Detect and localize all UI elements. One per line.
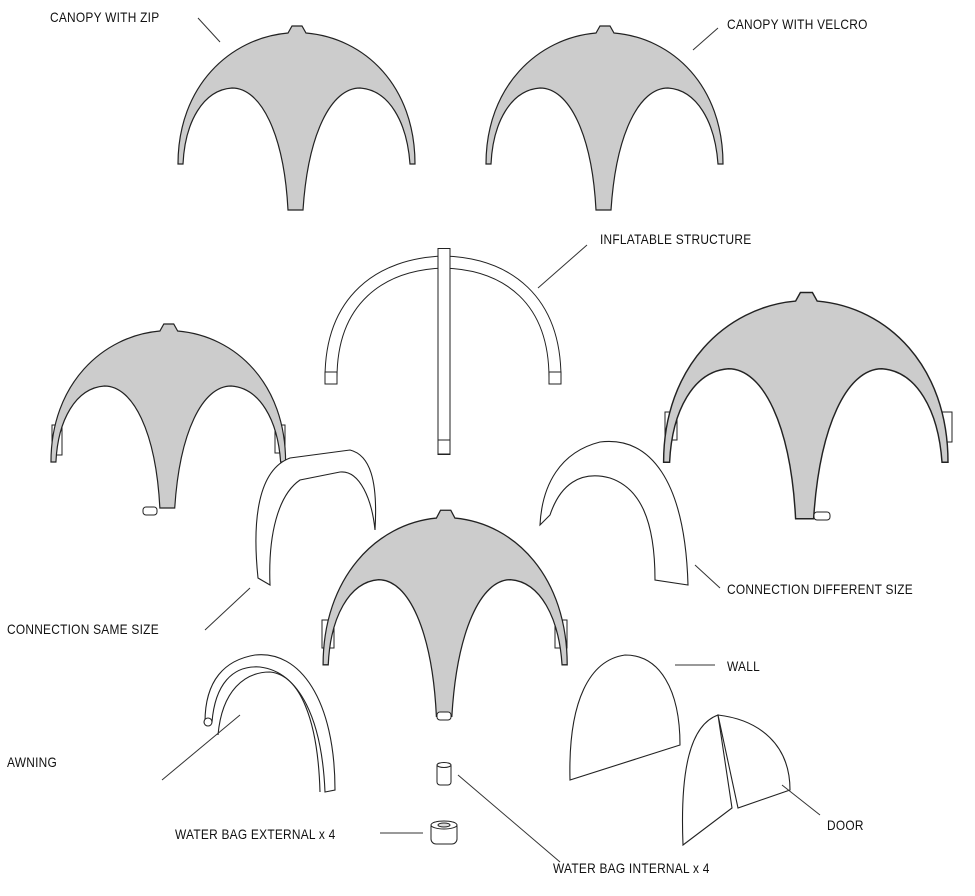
water-bag-external (430, 820, 458, 845)
label-connection-same-size: CONNECTION SAME SIZE (7, 621, 159, 637)
inflatable-structure (324, 248, 562, 455)
label-water-bag-internal: WATER BAG INTERNAL x 4 (553, 860, 710, 876)
canopy-with-velcro (485, 25, 724, 211)
label-inflatable-structure: INFLATABLE STRUCTURE (600, 231, 752, 247)
awning (203, 654, 336, 793)
assembled-tent-center (321, 509, 568, 721)
label-connection-different-size: CONNECTION DIFFERENT SIZE (727, 581, 913, 597)
label-wall: WALL (727, 658, 760, 674)
connection-different-size (539, 440, 689, 586)
door (681, 714, 791, 847)
assembled-tent-right (662, 291, 953, 521)
label-door: DOOR (827, 817, 864, 833)
assembled-tent-left (50, 323, 287, 516)
leader-lines (161, 17, 821, 863)
label-water-bag-external: WATER BAG EXTERNAL x 4 (175, 826, 336, 842)
connection-same-size (255, 449, 377, 586)
label-canopy-with-velcro: CANOPY WITH VELCRO (727, 16, 868, 32)
wall (569, 654, 681, 781)
water-bag-internal (436, 762, 452, 786)
canopy-with-zip (177, 25, 416, 211)
label-canopy-with-zip: CANOPY WITH ZIP (50, 9, 160, 25)
label-awning: AWNING (7, 754, 58, 770)
